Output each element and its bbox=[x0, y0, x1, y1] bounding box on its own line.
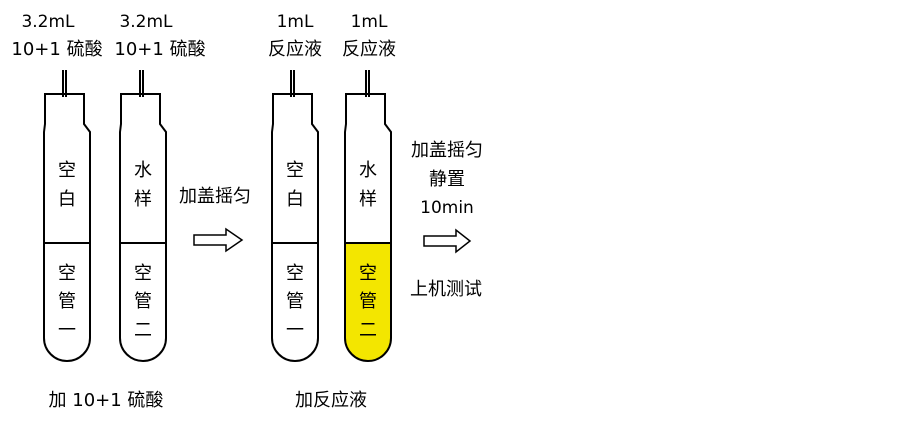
volume-label: 3.2mL bbox=[21, 12, 75, 32]
reagent-label: 反应液 bbox=[268, 39, 322, 60]
tube-outline bbox=[119, 93, 167, 362]
tube-blank-acid: 3.2mL 10+1 硫酸 空 白 空 管 一 bbox=[11, 12, 103, 362]
step2-line: 静置 bbox=[429, 169, 465, 190]
tube-lower-char: 一 bbox=[286, 320, 304, 341]
tube-sample-reaction: 1mL 反应液 水 样 空 管 二 bbox=[342, 12, 396, 362]
tube-lower-char: 管 bbox=[359, 291, 377, 312]
tube-outline bbox=[344, 93, 392, 362]
tube-outline bbox=[43, 93, 91, 362]
step2-arrow-icon bbox=[423, 228, 472, 254]
caption-right: 加反应液 bbox=[295, 390, 367, 411]
tube-upper-char: 空 bbox=[58, 160, 76, 181]
step1-arrow-icon bbox=[193, 227, 244, 253]
caption-left: 加 10+1 硫酸 bbox=[49, 390, 164, 411]
tube-lower-char: 空 bbox=[359, 263, 377, 284]
tube-lower-char: 管 bbox=[134, 291, 152, 312]
tube-upper-char: 空 bbox=[286, 160, 304, 181]
tube-lower-char: 一 bbox=[58, 320, 76, 341]
volume-label: 1mL bbox=[277, 12, 314, 32]
tube-lower-char: 管 bbox=[286, 291, 304, 312]
tube-lower-char: 二 bbox=[134, 320, 152, 341]
tube-lower-char: 空 bbox=[286, 263, 304, 284]
volume-label: 1mL bbox=[351, 12, 388, 32]
tube-lower-char: 管 bbox=[58, 291, 76, 312]
reagent-label: 10+1 硫酸 bbox=[114, 39, 205, 60]
reagent-label: 10+1 硫酸 bbox=[11, 39, 102, 60]
tube-lower-char: 二 bbox=[359, 320, 377, 341]
volume-label: 3.2mL bbox=[119, 12, 173, 32]
tube-upper-char: 白 bbox=[58, 189, 76, 210]
tube-upper-char: 水 bbox=[134, 160, 152, 181]
tube-lower-char: 空 bbox=[134, 263, 152, 284]
step2-after-label: 上机测试 bbox=[410, 279, 482, 300]
step2-line: 10min bbox=[420, 198, 474, 218]
tube-sample-acid: 3.2mL 10+1 硫酸 水 样 空 管 二 bbox=[114, 12, 206, 362]
tube-upper-char: 样 bbox=[359, 189, 377, 210]
tube-lower-char: 空 bbox=[58, 263, 76, 284]
tube-upper-char: 白 bbox=[286, 189, 304, 210]
reagent-label: 反应液 bbox=[342, 39, 396, 60]
step2-line: 加盖摇匀 bbox=[411, 140, 483, 161]
tube-upper-char: 水 bbox=[359, 160, 377, 181]
tube-blank-reaction: 1mL 反应液 空 白 空 管 一 bbox=[268, 12, 322, 362]
tube-outline bbox=[271, 93, 319, 362]
step1-label: 加盖摇匀 bbox=[179, 186, 251, 207]
tube-upper-char: 样 bbox=[134, 189, 152, 210]
reaction-liquid bbox=[345, 243, 391, 361]
